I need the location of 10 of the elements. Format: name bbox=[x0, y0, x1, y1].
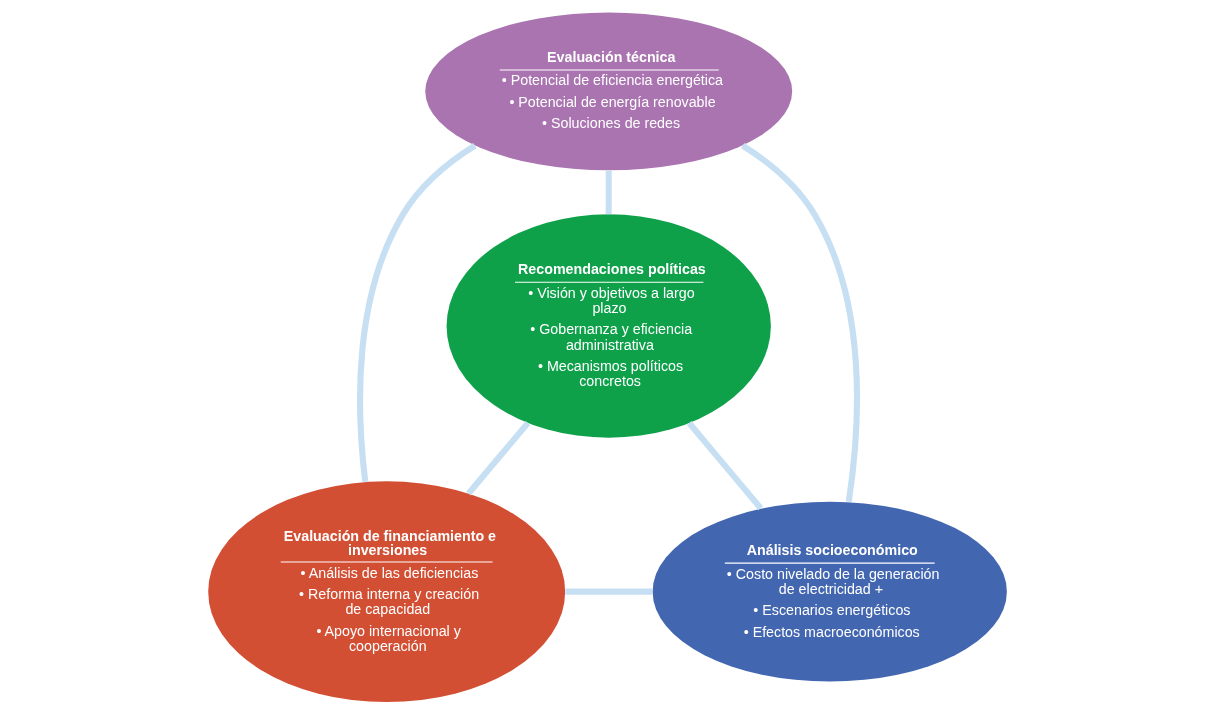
connector bbox=[740, 143, 860, 503]
node-ellipse: Evaluación técnica • Potencial de eficiencia energética • Potencial de energía renovable • Soluciones de redes bbox=[424, 12, 792, 171]
connector bbox=[686, 421, 763, 511]
connector bbox=[564, 588, 652, 595]
connector bbox=[465, 421, 530, 496]
node-ellipse: Análisis socioeconómico • Costo nivelado de la generación de electricidad + • Escenarios energéticos • Efectos macroeconómicos bbox=[652, 501, 1007, 682]
connector bbox=[605, 170, 612, 215]
node-ellipse: Evaluación de financiamiento e inversiones • Análisis de las deficiencias • Reforma interna y creación de capacidad • Apoyo internacional y cooperación bbox=[207, 481, 565, 703]
connector bbox=[356, 143, 477, 483]
node-ellipse: Recomendaciones políticas • Visión y objetivos a largo plazo • Gobernanza y eficiencia administrativa • Mecanismos políticos concretos bbox=[446, 214, 771, 438]
